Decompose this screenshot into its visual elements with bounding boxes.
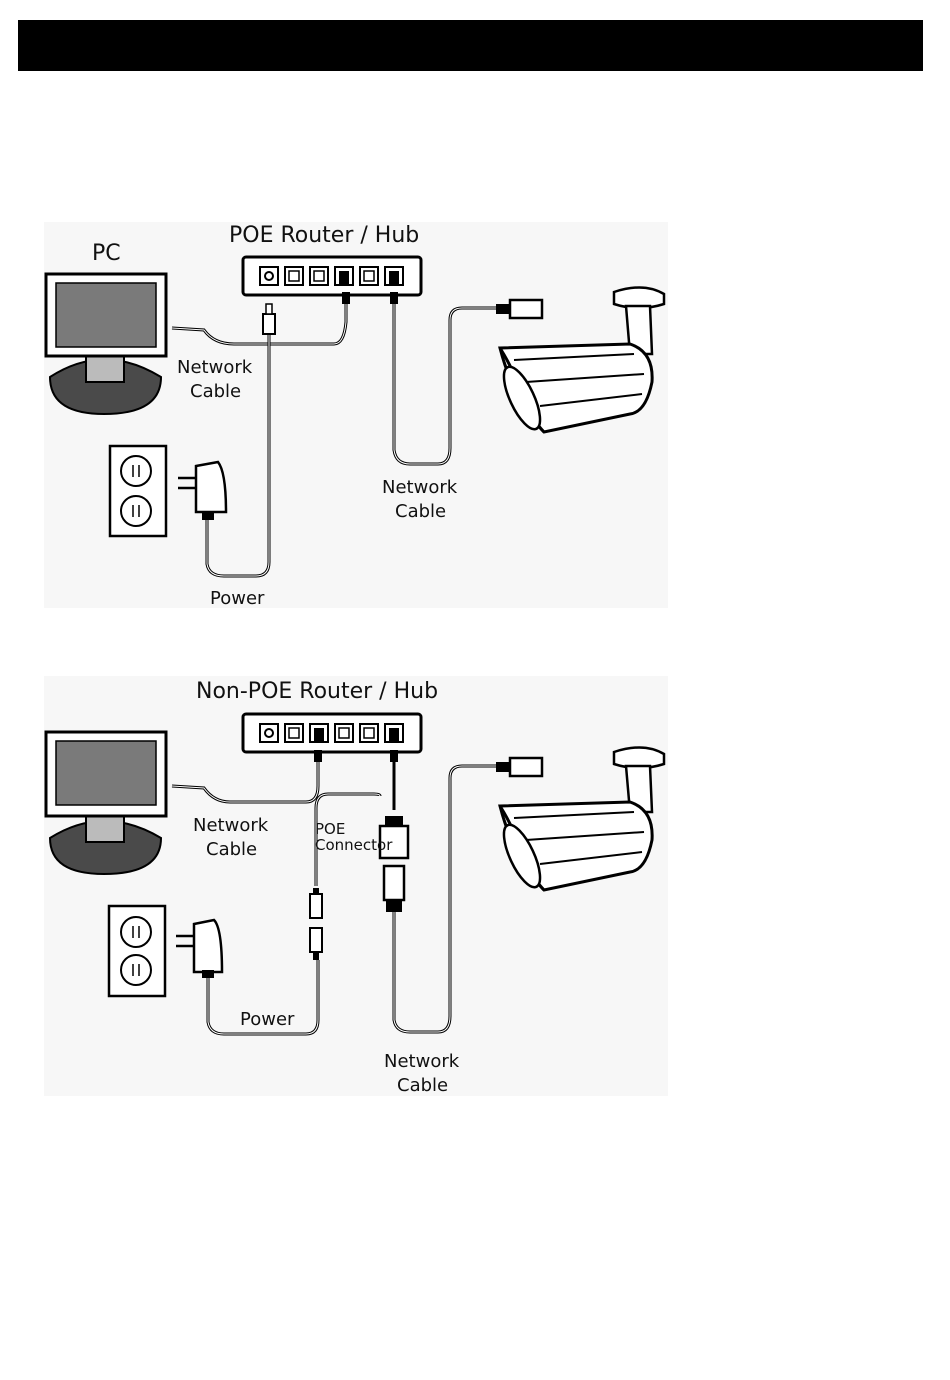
camera-network-cable — [394, 295, 496, 464]
poe-diagram-svg: POE Router / Hub PC — [44, 222, 668, 608]
nonpoe-diagram-svg: Non-POE Router / Hub — [44, 676, 668, 1096]
power-adapter-icon-2 — [176, 920, 222, 978]
pc-cable-label-line1: Network — [177, 357, 253, 378]
pc-cable-label-2-line2: Cable — [206, 839, 257, 860]
pc-monitor-icon — [46, 274, 166, 414]
poe-router-title: POE Router / Hub — [229, 223, 419, 248]
power-label: Power — [210, 588, 265, 608]
pc-cable-label-line2: Cable — [190, 381, 241, 402]
camera-network-cable-2 — [394, 766, 496, 1032]
nonpoe-diagram: Non-POE Router / Hub — [44, 676, 668, 1096]
poe-connector-label-line2: Connector — [315, 836, 393, 854]
wall-outlet-icon — [110, 446, 166, 536]
pc-monitor-icon-2 — [46, 732, 166, 874]
camera-cable-label-line1: Network — [382, 477, 458, 498]
power-label-2: Power — [240, 1009, 295, 1030]
poe-diagram: POE Router / Hub PC — [44, 222, 668, 608]
header-bar — [18, 20, 923, 71]
poe-connector-icon — [380, 816, 408, 912]
power-adapter-icon — [178, 462, 226, 520]
wall-outlet-icon-2 — [109, 906, 165, 996]
pc-network-cable — [172, 295, 346, 344]
pc-network-cable-2 — [172, 752, 318, 802]
camera-cable-label-2-line1: Network — [384, 1051, 460, 1072]
pc-label: PC — [92, 241, 121, 266]
poe-router-icon — [243, 257, 421, 295]
camera-cable-label-line2: Cable — [395, 501, 446, 522]
pc-cable-label-2-line1: Network — [193, 815, 269, 836]
nonpoe-router-title: Non-POE Router / Hub — [196, 679, 438, 704]
camera-cable-label-2-line2: Cable — [397, 1075, 448, 1096]
camera-rj45-connector-2 — [496, 758, 542, 776]
camera-rj45-connector — [496, 300, 542, 318]
nonpoe-router-icon — [243, 714, 421, 752]
